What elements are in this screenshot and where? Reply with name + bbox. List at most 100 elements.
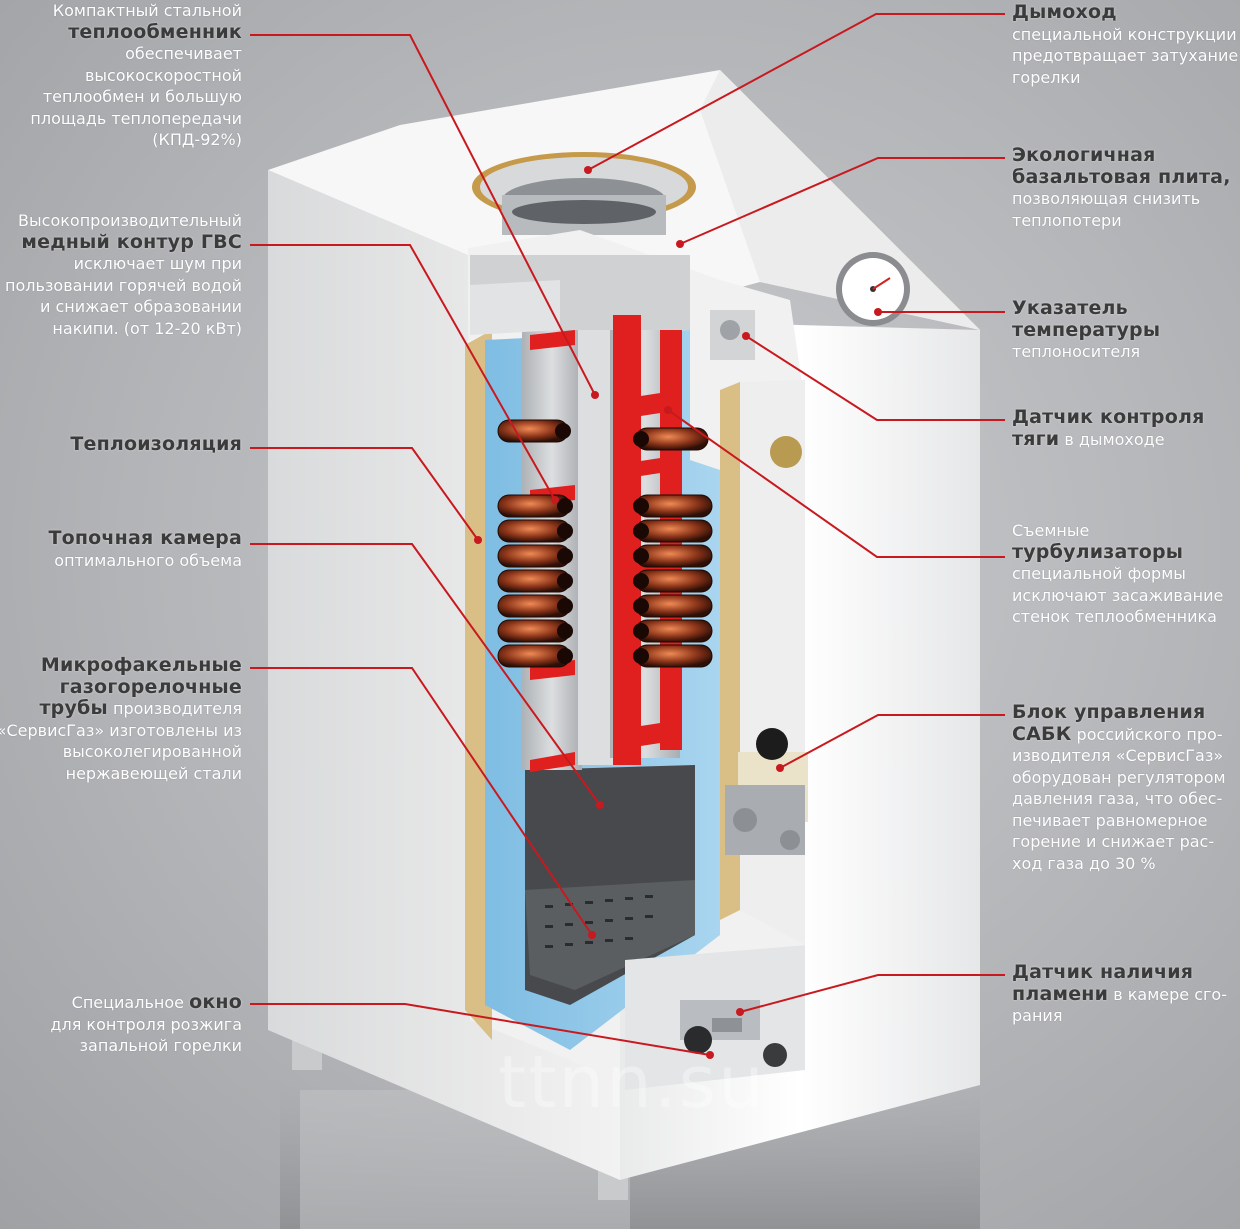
watermark: ttnn.su bbox=[498, 1040, 766, 1124]
label-thermometer: Указатель температуры теплоносителя bbox=[1012, 297, 1236, 363]
leader-basalt-dot bbox=[676, 240, 684, 248]
label-chimney-line: горелки bbox=[1012, 67, 1081, 87]
exchanger-collector bbox=[470, 280, 560, 335]
label-flame-sensor-line: рания bbox=[1012, 1006, 1063, 1025]
leader-window bbox=[250, 1003, 711, 1056]
label-chimney-title: Дымоход bbox=[1012, 1, 1117, 23]
leader-flame-sensor bbox=[739, 974, 1005, 1013]
label-heat-exchanger-line: площадь теплопередачи bbox=[30, 108, 242, 128]
label-control-block-line: изводителя «СервисГаз» bbox=[1012, 746, 1224, 765]
leader-chimney-dot bbox=[584, 166, 592, 174]
sensor-plug bbox=[770, 436, 802, 468]
leader-window-dot bbox=[706, 1051, 714, 1059]
label-window-title: окно bbox=[189, 991, 242, 1013]
leader-heat-exchanger-dot bbox=[591, 391, 599, 399]
label-turbulators: Съемные турбулизаторы специальной формы … bbox=[1012, 520, 1236, 628]
label-flame-sensor-title: Датчик наличия bbox=[1012, 961, 1194, 983]
leader-burner-tubes bbox=[250, 667, 593, 936]
label-burner-tubes-line: производителя bbox=[107, 699, 242, 718]
label-window-inline: Специальное окно bbox=[50, 991, 242, 1014]
label-basalt-title: Экологичная bbox=[1012, 144, 1156, 166]
label-insulation-title: Теплоизоляция bbox=[70, 433, 242, 455]
label-control-block-line: ход газа до 30 % bbox=[1012, 853, 1156, 873]
label-flame-sensor-line: в камере сго- bbox=[1108, 984, 1227, 1004]
label-furnace-title: Топочная камера bbox=[48, 527, 242, 549]
draft-sensor-head bbox=[720, 320, 740, 340]
label-heat-exchanger-line: теплообмен и большую bbox=[42, 87, 242, 106]
leader-control-block-dot bbox=[776, 764, 784, 772]
label-turbulators-intro: Съемные bbox=[1012, 521, 1090, 540]
leader-copper-circuit bbox=[250, 244, 556, 501]
leader-draft-sensor bbox=[745, 335, 1005, 421]
label-flame-sensor: Датчик наличия пламени в камере сго- ран… bbox=[1012, 961, 1236, 1027]
leader-flame-sensor-dot bbox=[736, 1008, 744, 1016]
label-heat-exchanger-line: (КПД-92%) bbox=[152, 130, 242, 149]
label-control-block: Блок управления САБК российского про- из… bbox=[1012, 701, 1236, 874]
leader-control-block bbox=[779, 714, 1005, 769]
label-furnace: Топочная камера оптимального объема bbox=[48, 527, 242, 571]
burner-tubes-zone bbox=[525, 880, 695, 990]
label-turbulators-line: исключают засаживание bbox=[1012, 585, 1224, 605]
label-burner-tubes-line: высоколегированной bbox=[62, 742, 242, 761]
leader-burner-tubes-dot bbox=[588, 931, 596, 939]
label-control-block-line: горение и снижает рас- bbox=[1012, 832, 1215, 851]
leader-chimney bbox=[587, 13, 1005, 171]
label-copper-circuit-line: пользовании горячей водой bbox=[4, 275, 242, 295]
label-copper-circuit-line: накипи. (от 12-20 кВт) bbox=[52, 318, 242, 338]
label-turbulators-line: стенок теплообменника bbox=[1012, 607, 1217, 626]
burner-holes bbox=[545, 895, 653, 948]
gas-control-block bbox=[725, 728, 808, 855]
pilot-burner-window bbox=[680, 1000, 787, 1067]
label-draft-sensor-title: тяги bbox=[1012, 427, 1060, 450]
label-burner-tubes-title: трубы bbox=[39, 697, 108, 719]
label-copper-circuit-title: медный контур ГВС bbox=[21, 230, 242, 253]
label-burner-tubes-inline: трубы производителя bbox=[0, 697, 242, 720]
exchanger-flue-center bbox=[578, 315, 613, 765]
label-chimney-line: предотвращает затухание bbox=[1012, 46, 1239, 65]
label-copper-circuit-line: и снижает образовании bbox=[39, 297, 242, 316]
label-burner-tubes-line: нержавеющей стали bbox=[65, 763, 242, 783]
leader-copper-circuit-dot bbox=[551, 496, 559, 504]
label-thermometer-title: температуры bbox=[1012, 318, 1161, 341]
leader-thermometer-dot bbox=[874, 308, 882, 316]
label-basalt-title: базальтовая плита, bbox=[1012, 165, 1231, 188]
label-turbulators-line: специальной формы bbox=[1012, 564, 1186, 583]
label-insulation: Теплоизоляция bbox=[70, 433, 242, 456]
boiler-top-slope bbox=[700, 70, 980, 330]
label-burner-tubes-title: Микрофакельные bbox=[40, 654, 242, 676]
leader-insulation bbox=[250, 447, 479, 541]
label-window: Специальное окно для контроля розжига за… bbox=[50, 991, 242, 1057]
label-heat-exchanger-title: теплообменник bbox=[68, 20, 242, 43]
label-furnace-line: оптимального объема bbox=[54, 550, 242, 570]
label-copper-circuit-line: исключает шум при bbox=[73, 254, 242, 273]
label-control-block-line: давления газа, что обес- bbox=[1012, 789, 1223, 808]
leader-basalt bbox=[679, 157, 1005, 245]
label-thermometer-title: Указатель bbox=[1012, 297, 1128, 319]
leader-turbulators bbox=[667, 409, 1005, 558]
label-flame-sensor-title: пламени bbox=[1012, 982, 1109, 1005]
leader-furnace-dot bbox=[596, 801, 604, 809]
label-burner-tubes-title: газогорелочные bbox=[59, 675, 242, 698]
label-basalt-line: теплопотери bbox=[1012, 210, 1122, 230]
label-control-block-line: печивает равномерное bbox=[1012, 810, 1208, 830]
label-draft-sensor-line: в дымоходе bbox=[1059, 429, 1165, 449]
label-draft-sensor: Датчик контроля тяги в дымоходе bbox=[1012, 406, 1236, 450]
leader-turbulators-dot bbox=[664, 406, 672, 414]
leader-heat-exchanger bbox=[250, 34, 596, 396]
label-window-line: запальной горелки bbox=[79, 1036, 242, 1055]
label-chimney: Дымоход специальной конструкции предотвр… bbox=[1012, 1, 1239, 88]
label-chimney-line: специальной конструкции bbox=[1012, 24, 1237, 44]
label-thermometer-line: теплоносителя bbox=[1012, 342, 1141, 361]
label-control-block-line: российского про- bbox=[1071, 724, 1223, 744]
copper-dhw-circuit bbox=[497, 419, 713, 668]
label-control-block-inline: САБК российского про- bbox=[1012, 723, 1236, 746]
label-heat-exchanger-intro: Компактный стальной bbox=[52, 1, 242, 20]
label-burner-tubes-line: «СервисГаз» изготовлены из bbox=[0, 720, 242, 740]
label-control-block-line: оборудован регулятором bbox=[1012, 767, 1226, 787]
label-window-line: для контроля розжига bbox=[50, 1014, 242, 1034]
leader-insulation-dot bbox=[474, 536, 482, 544]
leader-draft-sensor-dot bbox=[742, 332, 750, 340]
label-window-intro: Специальное bbox=[71, 993, 190, 1012]
label-heat-exchanger-line: высокоскоростной bbox=[84, 65, 242, 85]
